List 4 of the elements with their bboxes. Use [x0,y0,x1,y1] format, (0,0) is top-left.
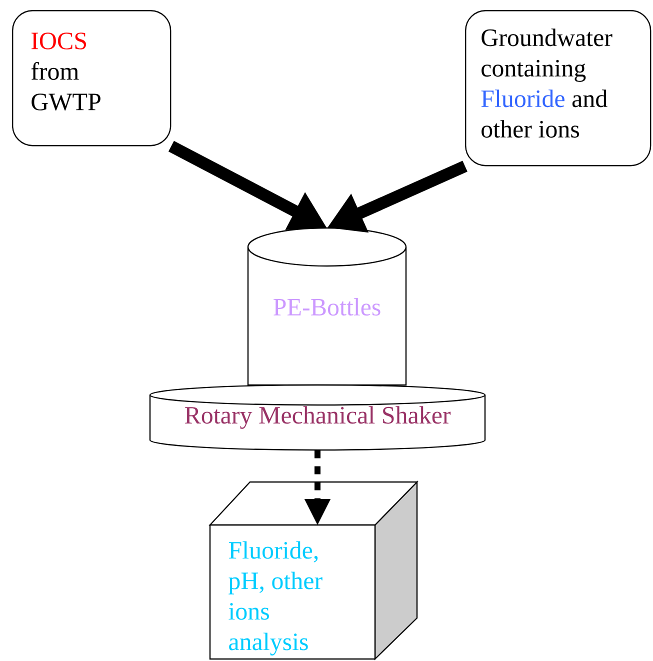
cylinder: PE-Bottles [247,227,407,386]
rounded-box: Groundwater containing Fluoride and other ions [465,10,652,166]
rounded-box: IOCS from GWTP [12,10,172,146]
shaker-disc: Rotary Mechanical Shaker [149,384,486,451]
